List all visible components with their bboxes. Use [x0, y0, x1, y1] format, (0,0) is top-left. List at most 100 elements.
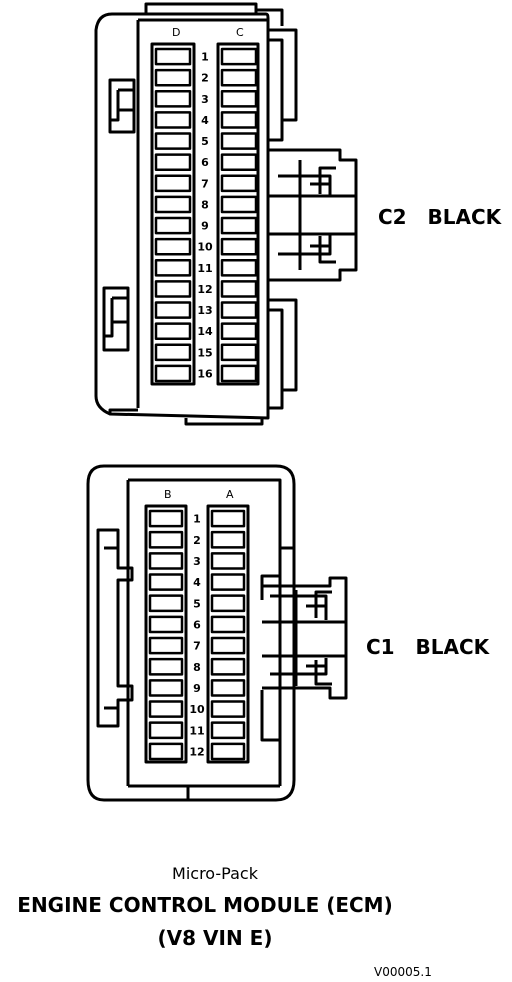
c2-cavity-left-5 [154, 132, 192, 150]
c1-pin-number: 4 [193, 576, 201, 589]
c2-pin-number: 4 [201, 114, 209, 127]
c2-cavity-right-12 [220, 280, 258, 298]
c2-cavity-left-15 [154, 343, 192, 362]
c2-cavity-left-2 [154, 68, 192, 87]
c2-cavity-right-6 [220, 153, 258, 171]
c1-cavity-left-1 [148, 509, 184, 528]
c2-pin-number: 1 [201, 51, 209, 64]
c1-pin-number: 11 [189, 724, 204, 737]
figure-id: V00005.1 [374, 965, 432, 979]
c1-cavity-left-9 [148, 679, 184, 697]
c2-cavity-right-16 [220, 364, 258, 383]
c1-pin-number: 12 [189, 745, 204, 758]
c1-cavity-left-11 [148, 721, 184, 740]
c1-pin-number: 5 [193, 597, 201, 610]
c2-pin-number: 15 [197, 346, 212, 359]
c1-column-letter-a: A [226, 488, 234, 501]
c1-connector-body [86, 464, 348, 802]
caption-title: ENGINE CONTROL MODULE (ECM) [17, 893, 393, 917]
c1-cavity-right-5 [210, 594, 246, 613]
c2-cavity-right-5 [220, 132, 258, 150]
c2-cavity-right-10 [220, 237, 258, 256]
c2-pin-number: 9 [201, 220, 209, 233]
c2-connector-body [94, 2, 358, 426]
c2-pin-number: 12 [197, 283, 212, 296]
c1-cavity-right-9 [210, 679, 246, 697]
c1-pin-cavities-column-b [148, 509, 184, 761]
c2-cavity-left-13 [154, 301, 192, 319]
c2-pin-cavities-column-d [154, 47, 192, 383]
c2-pin-number: 2 [201, 72, 209, 85]
c2-cavity-left-11 [154, 259, 192, 277]
c1-cavity-left-4 [148, 573, 184, 591]
c1-pin-number: 3 [193, 555, 201, 568]
c2-cavity-right-9 [220, 216, 258, 235]
c2-pin-number: 13 [197, 304, 212, 317]
c2-cavity-right-4 [220, 111, 258, 129]
c1-cavity-right-7 [210, 636, 246, 655]
c1-pin-number: 8 [193, 661, 201, 674]
c2-pin-number: 16 [197, 367, 213, 380]
c1-cavity-right-1 [210, 509, 246, 528]
caption-title-line2: (V8 VIN E) [157, 926, 273, 950]
c2-connector-label: C2 BLACK [378, 205, 503, 229]
c2-cavity-right-7 [220, 174, 258, 193]
c2-column-letter-d: D [172, 26, 180, 39]
c1-cavity-left-3 [148, 552, 184, 570]
c2-cavity-left-14 [154, 322, 192, 340]
c1-cavity-left-8 [148, 657, 184, 676]
c2-cavity-left-12 [154, 280, 192, 298]
c1-cavity-left-5 [148, 594, 184, 613]
c2-pin-cavities-column-c [220, 47, 258, 383]
c1-connector-label: C1 BLACK [366, 635, 491, 659]
c1-cavity-right-12 [210, 742, 246, 761]
c2-cavity-left-1 [154, 47, 192, 66]
c1-cavity-right-6 [210, 615, 246, 634]
c2-pin-number: 7 [201, 177, 209, 190]
c1-pin-cavities-column-a [210, 509, 246, 761]
c1-column-letter-b: B [164, 488, 172, 501]
c2-cavity-right-8 [220, 195, 258, 214]
c1-cavity-right-3 [210, 552, 246, 570]
c1-cavity-right-4 [210, 573, 246, 591]
c2-pin-number: 10 [197, 241, 213, 254]
c1-cavity-right-8 [210, 657, 246, 676]
c1-cavity-left-2 [148, 530, 184, 549]
c2-cavity-left-16 [154, 364, 192, 383]
c1-cavity-right-10 [210, 700, 246, 718]
c1-pin-number: 2 [193, 534, 201, 547]
c2-cavity-right-2 [220, 68, 258, 87]
c1-pin-number: 7 [193, 640, 201, 653]
c2-cavity-right-14 [220, 322, 258, 340]
c2-cavity-left-3 [154, 90, 192, 108]
c1-pin-number: 6 [193, 618, 201, 631]
c1-pin-number: 9 [193, 682, 201, 695]
c1-cavity-left-7 [148, 636, 184, 655]
c2-pin-number: 8 [201, 198, 209, 211]
c2-cavity-right-13 [220, 301, 258, 319]
c2-column-letter-c: C [236, 26, 244, 39]
c1-pin-number: 1 [193, 513, 201, 526]
c2-cavity-right-3 [220, 90, 258, 108]
c2-pin-number: 11 [197, 262, 212, 275]
c2-cavity-right-15 [220, 343, 258, 362]
c2-cavity-left-8 [154, 195, 192, 214]
c2-cavity-left-6 [154, 153, 192, 171]
c1-cavity-right-11 [210, 721, 246, 740]
c2-pin-number: 6 [201, 156, 209, 169]
c2-cavity-left-9 [154, 216, 192, 235]
c2-pin-number: 14 [197, 325, 213, 338]
c1-cavity-left-10 [148, 700, 184, 718]
c1-pin-number: 10 [189, 703, 205, 716]
c1-cavity-right-2 [210, 530, 246, 549]
c2-cavity-right-11 [220, 259, 258, 277]
c1-cavity-left-12 [148, 742, 184, 761]
c1-cavity-left-6 [148, 615, 184, 634]
c2-cavity-right-1 [220, 47, 258, 66]
c2-pin-number: 5 [201, 135, 209, 148]
c2-cavity-left-10 [154, 237, 192, 256]
caption-subtitle: Micro-Pack [172, 864, 258, 883]
c2-pin-number: 3 [201, 93, 209, 106]
